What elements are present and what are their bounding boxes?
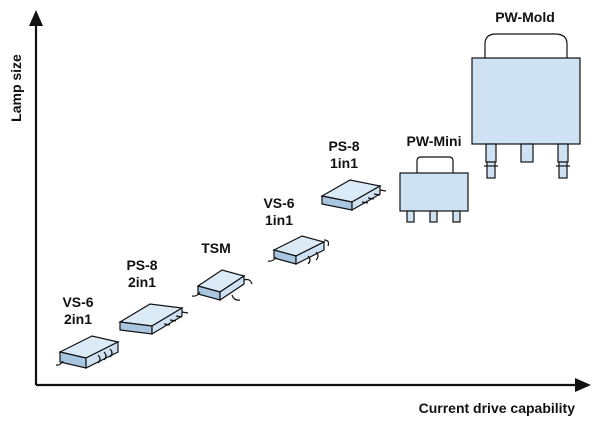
ps8-2in1-body (118, 303, 189, 336)
x-axis-arrow (575, 378, 591, 392)
pw-mini-body (399, 156, 469, 223)
package-pw-mini: PW-Mini (399, 133, 469, 223)
y-axis-arrow (29, 10, 43, 26)
package-config: 2in1 (128, 274, 156, 290)
package-tsm: TSM (191, 240, 253, 302)
y-axis-label: Lamp size (8, 54, 24, 122)
package-config: 1in1 (330, 155, 358, 171)
package-ps8-1in1: PS-8 1in1 (320, 138, 387, 212)
package-name: PW-Mini (407, 133, 462, 149)
package-ps8-2in1: PS-8 2in1 (118, 257, 189, 336)
vs6-1in1-body (267, 235, 330, 265)
vs6-2in1-body (55, 335, 120, 369)
package-name: VS-6 (62, 294, 93, 310)
package-name: PW-Mold (495, 9, 555, 25)
package-name: PS-8 (126, 257, 157, 273)
package-config: 2in1 (64, 311, 92, 327)
package-config: 1in1 (265, 212, 293, 228)
tsm-body (191, 269, 253, 302)
package-name: VS-6 (263, 195, 294, 211)
package-name: PS-8 (328, 138, 359, 154)
package-pw-mold: PW-Mold (471, 9, 581, 179)
x-axis-label: Current drive capability (419, 400, 576, 416)
package-vs6-1in1: VS-6 1in1 (263, 195, 330, 265)
ps8-1in1-body (320, 179, 387, 212)
axes: Lamp size Current drive capability (8, 10, 591, 416)
package-name: TSM (201, 240, 231, 256)
pw-mold-body (471, 33, 581, 179)
package-vs6-2in1: VS-6 2in1 (55, 294, 120, 369)
